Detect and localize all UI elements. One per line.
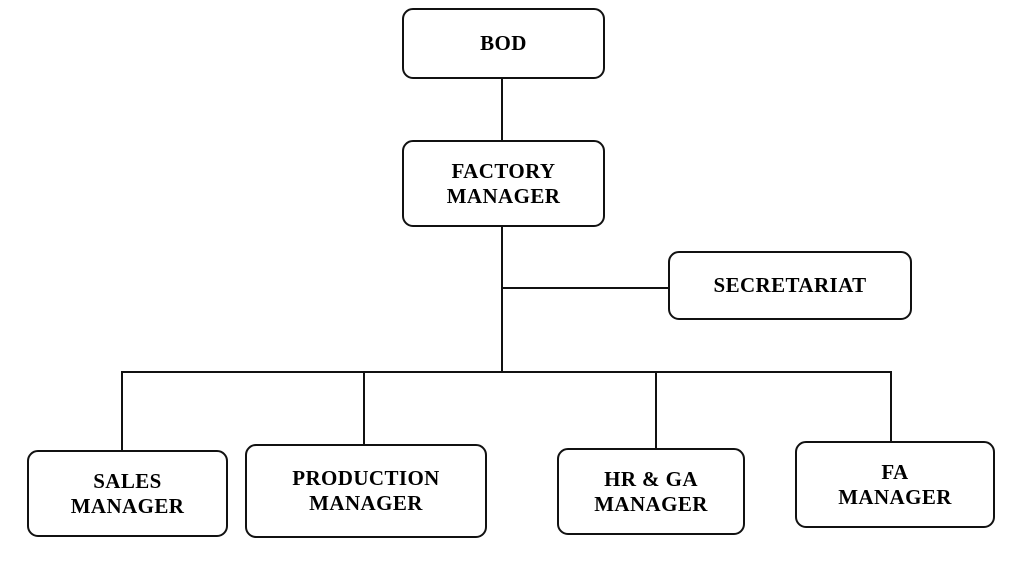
org-node-hr-ga-manager-label: HR & GA MANAGER — [594, 466, 708, 516]
connector-factory-manager-trunk — [501, 227, 503, 373]
connector-trunk-to-secretariat — [503, 287, 669, 289]
org-node-sales-manager-label: SALES MANAGER — [70, 468, 185, 518]
org-node-hr-ga-manager[interactable]: HR & GA MANAGER — [557, 448, 745, 535]
org-node-secretariat[interactable]: SECRETARIAT — [668, 251, 912, 320]
connector-drop-hr-ga-manager — [655, 371, 657, 449]
connector-drop-fa-manager — [890, 371, 892, 442]
org-node-production-manager-label: PRODUCTION MANAGER — [292, 466, 440, 515]
org-node-fa-manager-label: FA MANAGER — [838, 459, 952, 509]
connector-horizontal-bus — [121, 371, 892, 373]
org-node-factory-manager-label: FACTORY MANAGER — [446, 158, 561, 208]
org-node-secretariat-label: SECRETARIAT — [713, 273, 867, 298]
org-node-production-manager[interactable]: PRODUCTION MANAGER — [245, 444, 487, 538]
org-node-bod[interactable]: BOD — [402, 8, 605, 79]
org-node-sales-manager[interactable]: SALES MANAGER — [27, 450, 228, 537]
connector-bod-to-factory-manager — [501, 79, 503, 140]
org-node-bod-label: BOD — [480, 31, 527, 56]
org-node-fa-manager[interactable]: FA MANAGER — [795, 441, 995, 528]
org-node-factory-manager[interactable]: FACTORY MANAGER — [402, 140, 605, 227]
connector-drop-sales-manager — [121, 371, 123, 451]
connector-drop-production-manager — [363, 371, 365, 445]
